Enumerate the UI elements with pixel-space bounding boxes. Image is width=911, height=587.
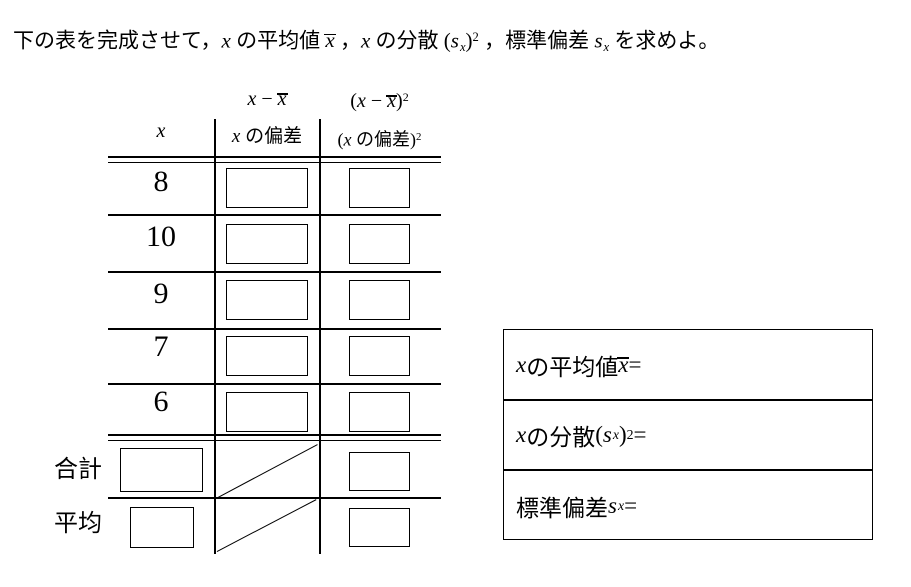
title-segment-math-s: s xyxy=(594,28,603,53)
paren-close: ) xyxy=(410,129,417,150)
squared-deviation-box-row-5[interactable] xyxy=(349,392,410,432)
table-rule-row-3 xyxy=(108,328,441,330)
table-rule-body-double-2 xyxy=(108,439,441,441)
table-rule-total-mean xyxy=(108,497,441,499)
equals-sign: = xyxy=(633,421,647,447)
title-segment: 下の表を完成させて， xyxy=(13,28,222,53)
math-x: x xyxy=(516,351,527,377)
math-x: x xyxy=(156,120,166,142)
title-segment-sub-x: x xyxy=(459,40,466,55)
total-x-box[interactable] xyxy=(120,448,203,492)
title-segment-paren: ( xyxy=(443,28,451,53)
answer-panel-divider-2 xyxy=(504,469,872,471)
equals-sign: = xyxy=(624,492,638,518)
math-x: x xyxy=(231,126,241,147)
minus-sign: − xyxy=(256,88,278,110)
mean-row-label: 平均 xyxy=(54,511,102,537)
header-squared-deviation-label: (x の偏差)2 xyxy=(318,123,441,153)
deviation-box-row-2[interactable] xyxy=(226,224,308,264)
x-value-row-5: 6 xyxy=(153,385,169,418)
table-rule-row-1 xyxy=(108,214,441,216)
squared-deviation-box-row-4[interactable] xyxy=(349,336,410,376)
mean-label-text: の平均値 xyxy=(526,354,619,380)
minus-sign: − xyxy=(365,90,388,112)
paren-close: ) xyxy=(396,90,403,112)
title-segment-math-s: s xyxy=(450,28,459,53)
title-segment-sup-2: 2 xyxy=(472,30,479,44)
math-xbar: x xyxy=(277,88,287,110)
diagonal-slash-mean xyxy=(216,499,317,553)
mean-answer-row[interactable]: x の平均値 x = xyxy=(504,330,872,399)
paren-open: ( xyxy=(350,90,357,112)
stddev-label-text: 標準偏差 xyxy=(516,495,608,521)
title-segment: ， xyxy=(334,28,361,53)
title-segment-math-x: x xyxy=(360,28,371,53)
x-value-row-2: 10 xyxy=(146,220,176,253)
math-s: s xyxy=(602,421,612,447)
math-x: x xyxy=(343,129,352,150)
math-xbar: x xyxy=(617,351,630,377)
header-deviation-formula: x − x xyxy=(215,86,319,112)
title-segment: ，標準偏差 xyxy=(478,28,595,53)
diagonal-slash-total xyxy=(215,444,318,500)
variance-label-text: の分散 xyxy=(526,424,596,450)
paren-close: ) xyxy=(618,421,627,447)
superscript-2: 2 xyxy=(416,131,422,143)
header-squared-deviation-formula: (x − x)2 xyxy=(318,84,441,114)
deviation-box-row-4[interactable] xyxy=(226,336,308,376)
table-rule-header-double-1 xyxy=(108,156,441,158)
header-x-column: x xyxy=(108,118,214,144)
header-deviation-label: x の偏差 xyxy=(215,123,319,151)
deviation-text: の偏差 xyxy=(351,129,411,150)
math-xbar: x xyxy=(387,90,397,112)
math-x: x xyxy=(247,88,257,110)
table-rule-row-4 xyxy=(108,383,441,385)
mean-x-box[interactable] xyxy=(130,507,194,548)
title-segment-sub-x: x xyxy=(603,40,610,55)
total-squared-deviation-box[interactable] xyxy=(349,452,410,491)
paren-open: ( xyxy=(337,129,344,150)
squared-deviation-box-row-2[interactable] xyxy=(349,224,410,264)
title-segment-paren: ) xyxy=(465,28,473,53)
answer-panel-divider-1 xyxy=(504,399,872,401)
table-column-rule-1 xyxy=(214,119,216,554)
title-segment-math-x: x xyxy=(221,28,231,53)
x-value-row-4: 7 xyxy=(153,330,169,363)
superscript-2: 2 xyxy=(626,426,634,442)
x-value-row-1: 8 xyxy=(153,165,169,198)
title-segment: の分散 xyxy=(370,28,444,53)
math-s: s xyxy=(608,492,617,518)
title-segment: の平均値 xyxy=(230,28,326,53)
table-rule-row-2 xyxy=(108,271,441,273)
deviation-box-row-5[interactable] xyxy=(226,392,308,432)
squared-deviation-box-row-1[interactable] xyxy=(349,168,410,208)
title-segment: を求めよ。 xyxy=(609,28,720,53)
deviation-box-row-1[interactable] xyxy=(226,168,308,208)
superscript-2: 2 xyxy=(402,90,409,104)
page-title: 下の表を完成させて，x の平均値 x ，x の分散 (sx)2 ，標準偏差 sx… xyxy=(13,22,719,62)
math-x: x xyxy=(356,90,366,112)
title-segment-xbar: x xyxy=(325,28,335,53)
mean-squared-deviation-box[interactable] xyxy=(349,508,410,547)
table-rule-header-double-2 xyxy=(108,161,441,163)
deviation-box-row-3[interactable] xyxy=(226,280,308,320)
table-rule-body-double-1 xyxy=(108,434,441,436)
squared-deviation-box-row-3[interactable] xyxy=(349,280,410,320)
x-value-row-3: 9 xyxy=(153,277,169,310)
math-x: x xyxy=(516,421,527,447)
total-row-label: 合計 xyxy=(54,457,102,483)
equals-sign: = xyxy=(628,351,642,377)
table-column-rule-2 xyxy=(319,119,321,554)
paren-open: ( xyxy=(595,421,603,447)
subscript-x: x xyxy=(617,497,625,513)
deviation-text: の偏差 xyxy=(240,126,303,147)
subscript-x: x xyxy=(612,426,619,442)
